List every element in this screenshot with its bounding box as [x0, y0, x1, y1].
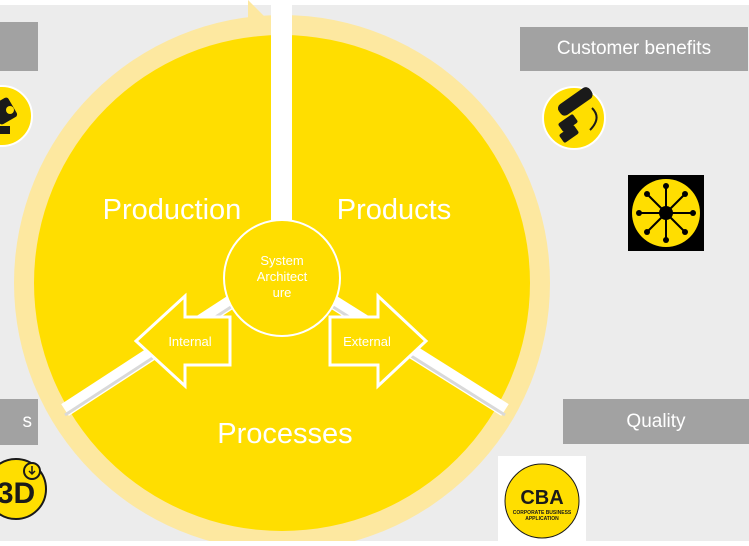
center-label-line3: ure: [273, 285, 292, 300]
sector-processes-label: Processes: [217, 418, 352, 450]
internal-arrow-label: Internal: [168, 334, 211, 349]
external-arrow-label: External: [343, 334, 391, 349]
sector-production-label: Production: [103, 194, 242, 226]
quality-label: Quality: [626, 410, 686, 432]
external-arrow: External: [328, 292, 429, 390]
cable-connector-icon: [0, 85, 33, 147]
center-circle: [223, 219, 341, 337]
quality-label-box: Quality: [563, 399, 749, 444]
cba-logo-icon: CBA CORPORATE BUSINESS APPLICATION: [498, 456, 586, 541]
cba-subtitle-line2: APPLICATION: [525, 516, 559, 522]
download-3d-icon: 3D: [0, 458, 47, 520]
sector-products-label: Products: [337, 194, 451, 226]
bottom-left-label: s: [22, 411, 33, 432]
customer-benefits-label: Customer benefits: [556, 38, 712, 59]
separator-top: [271, 0, 292, 220]
cba-subtitle-line1: CORPORATE BUSINESS: [513, 510, 572, 516]
center-label-line2: Architect: [257, 269, 308, 284]
internal-arrow: Internal: [133, 292, 232, 390]
cable-tool-icon: [542, 86, 606, 150]
top-left-label-box: [0, 22, 38, 71]
customer-benefits-label-box: Customer benefits: [520, 27, 748, 71]
network-hub-icon: [628, 175, 704, 251]
center-label-line1: System: [260, 253, 303, 268]
ring-arrowhead-top: [248, 0, 270, 44]
cba-title: CBA: [520, 487, 563, 509]
download-3d-icon-text: 3D: [0, 477, 35, 510]
bottom-left-label-box: s: [0, 399, 38, 445]
